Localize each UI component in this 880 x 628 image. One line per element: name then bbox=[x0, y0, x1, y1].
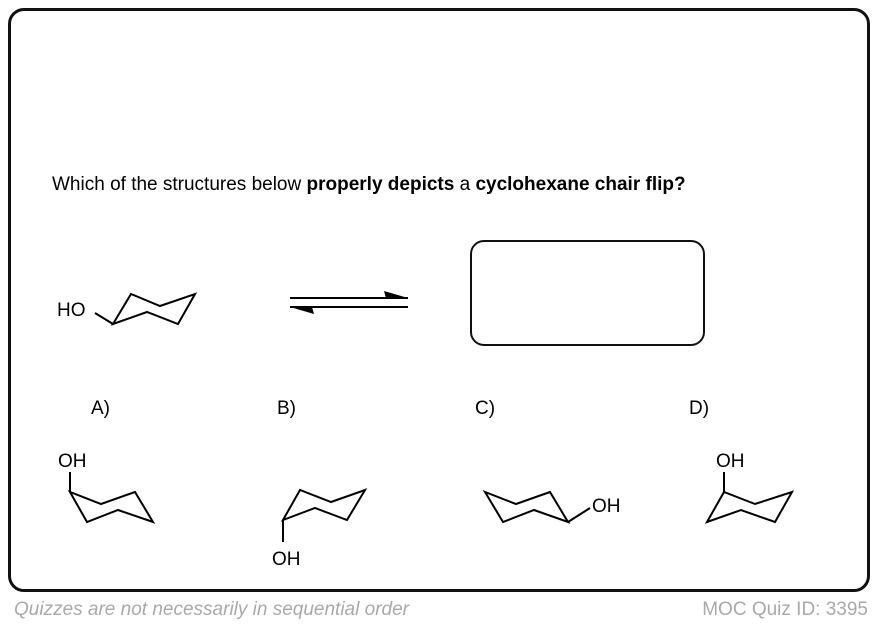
option-b-label[interactable]: B) bbox=[277, 398, 296, 419]
option-a-oh-label: OH bbox=[58, 451, 87, 472]
question-part1: Which of the structures below bbox=[52, 174, 307, 195]
forward-arrowhead-icon bbox=[384, 291, 408, 298]
option-d-oh-label: OH bbox=[716, 451, 745, 472]
question-text: Which of the structures below properly d… bbox=[52, 174, 686, 196]
option-b-chair bbox=[280, 488, 368, 542]
option-a-chair bbox=[67, 472, 156, 524]
option-c-oh-label: OH bbox=[592, 496, 621, 517]
starting-chair bbox=[94, 292, 198, 326]
option-d-chair bbox=[704, 472, 795, 524]
question-part2: a bbox=[454, 174, 476, 195]
equilibrium-arrows-icon bbox=[290, 297, 408, 308]
question-bold2: cyclohexane chair flip? bbox=[475, 174, 686, 195]
option-a-label[interactable]: A) bbox=[91, 398, 110, 419]
option-c-label[interactable]: C) bbox=[475, 398, 496, 419]
answer-box[interactable] bbox=[470, 240, 705, 346]
quiz-card bbox=[8, 8, 870, 592]
question-bold1: properly depicts bbox=[306, 174, 455, 195]
footer-note: Quizzes are not necessarily in sequentia… bbox=[14, 599, 409, 620]
option-d-label[interactable]: D) bbox=[689, 398, 710, 419]
start-ho-label: HO bbox=[57, 300, 86, 321]
option-c-chair bbox=[482, 490, 591, 524]
reverse-arrowhead-icon bbox=[290, 307, 314, 314]
quiz-id: MOC Quiz ID: 3395 bbox=[702, 599, 868, 620]
option-b-oh-label: OH bbox=[272, 549, 301, 570]
